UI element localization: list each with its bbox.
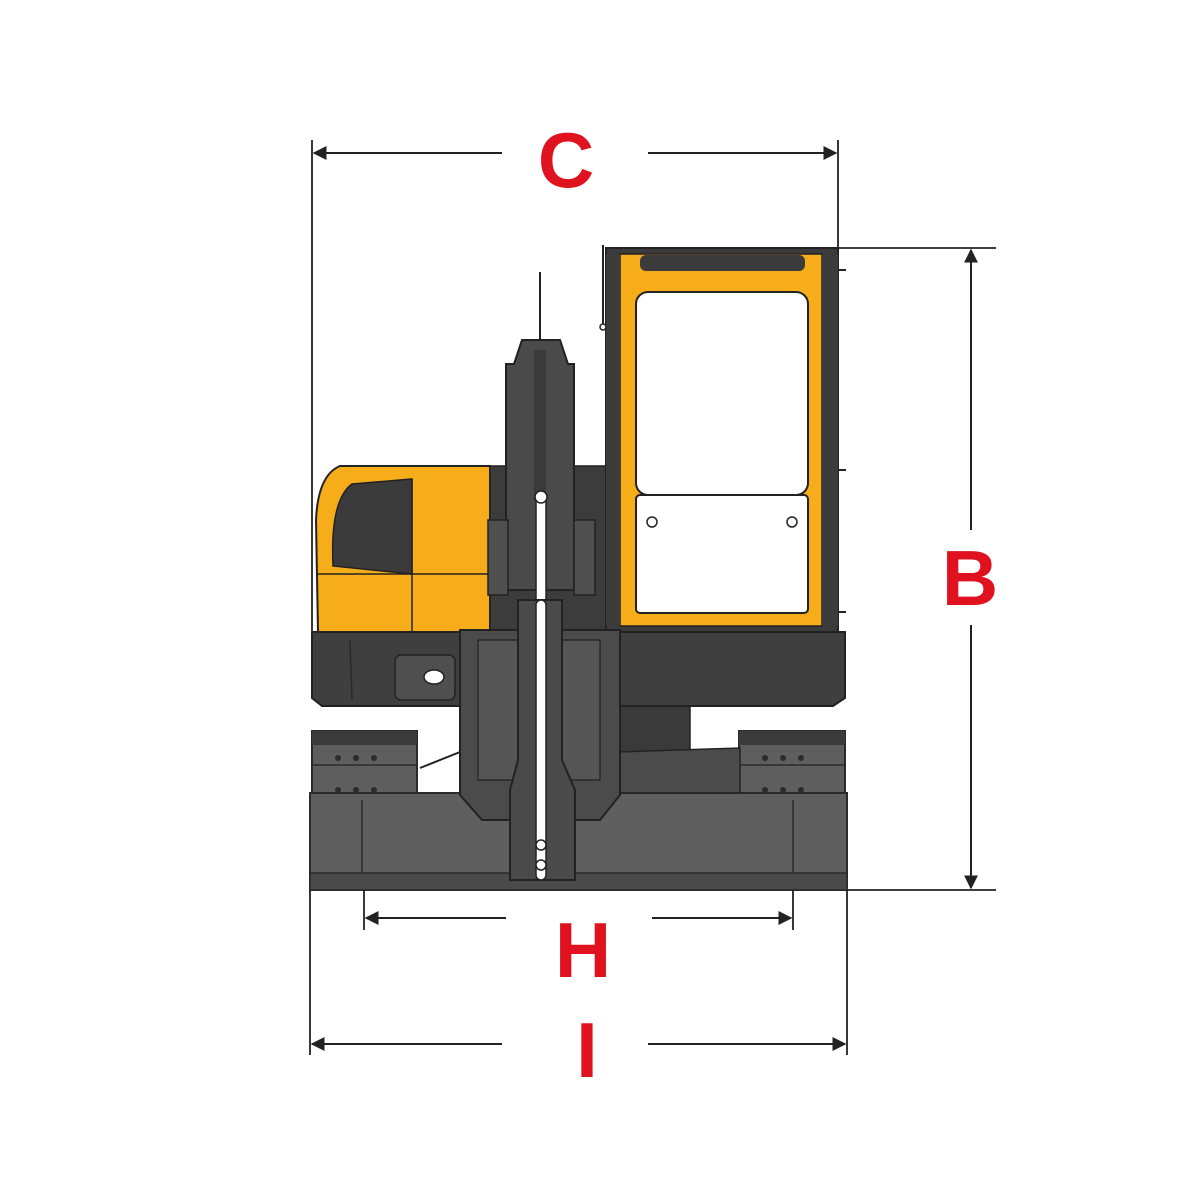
left-track bbox=[311, 730, 418, 794]
dimension-i: I bbox=[309, 890, 848, 1094]
dimension-annotations: C B H I bbox=[309, 116, 998, 1094]
dimension-label-h: H bbox=[555, 906, 611, 994]
boom-arm bbox=[459, 272, 621, 881]
center-frame bbox=[419, 697, 741, 794]
dimension-label-i: I bbox=[576, 1006, 598, 1094]
dimension-label-c: C bbox=[538, 116, 594, 204]
cab bbox=[599, 245, 846, 633]
cab-window-lower bbox=[635, 494, 809, 614]
engine-hood bbox=[314, 465, 491, 633]
dimension-h: H bbox=[363, 890, 794, 994]
dimension-label-b: B bbox=[942, 534, 998, 622]
right-track bbox=[738, 730, 846, 794]
excavator-front-view bbox=[309, 245, 848, 891]
dimension-c: C bbox=[311, 116, 839, 632]
dimension-b: B bbox=[832, 247, 998, 891]
cab-window-upper bbox=[635, 291, 809, 496]
